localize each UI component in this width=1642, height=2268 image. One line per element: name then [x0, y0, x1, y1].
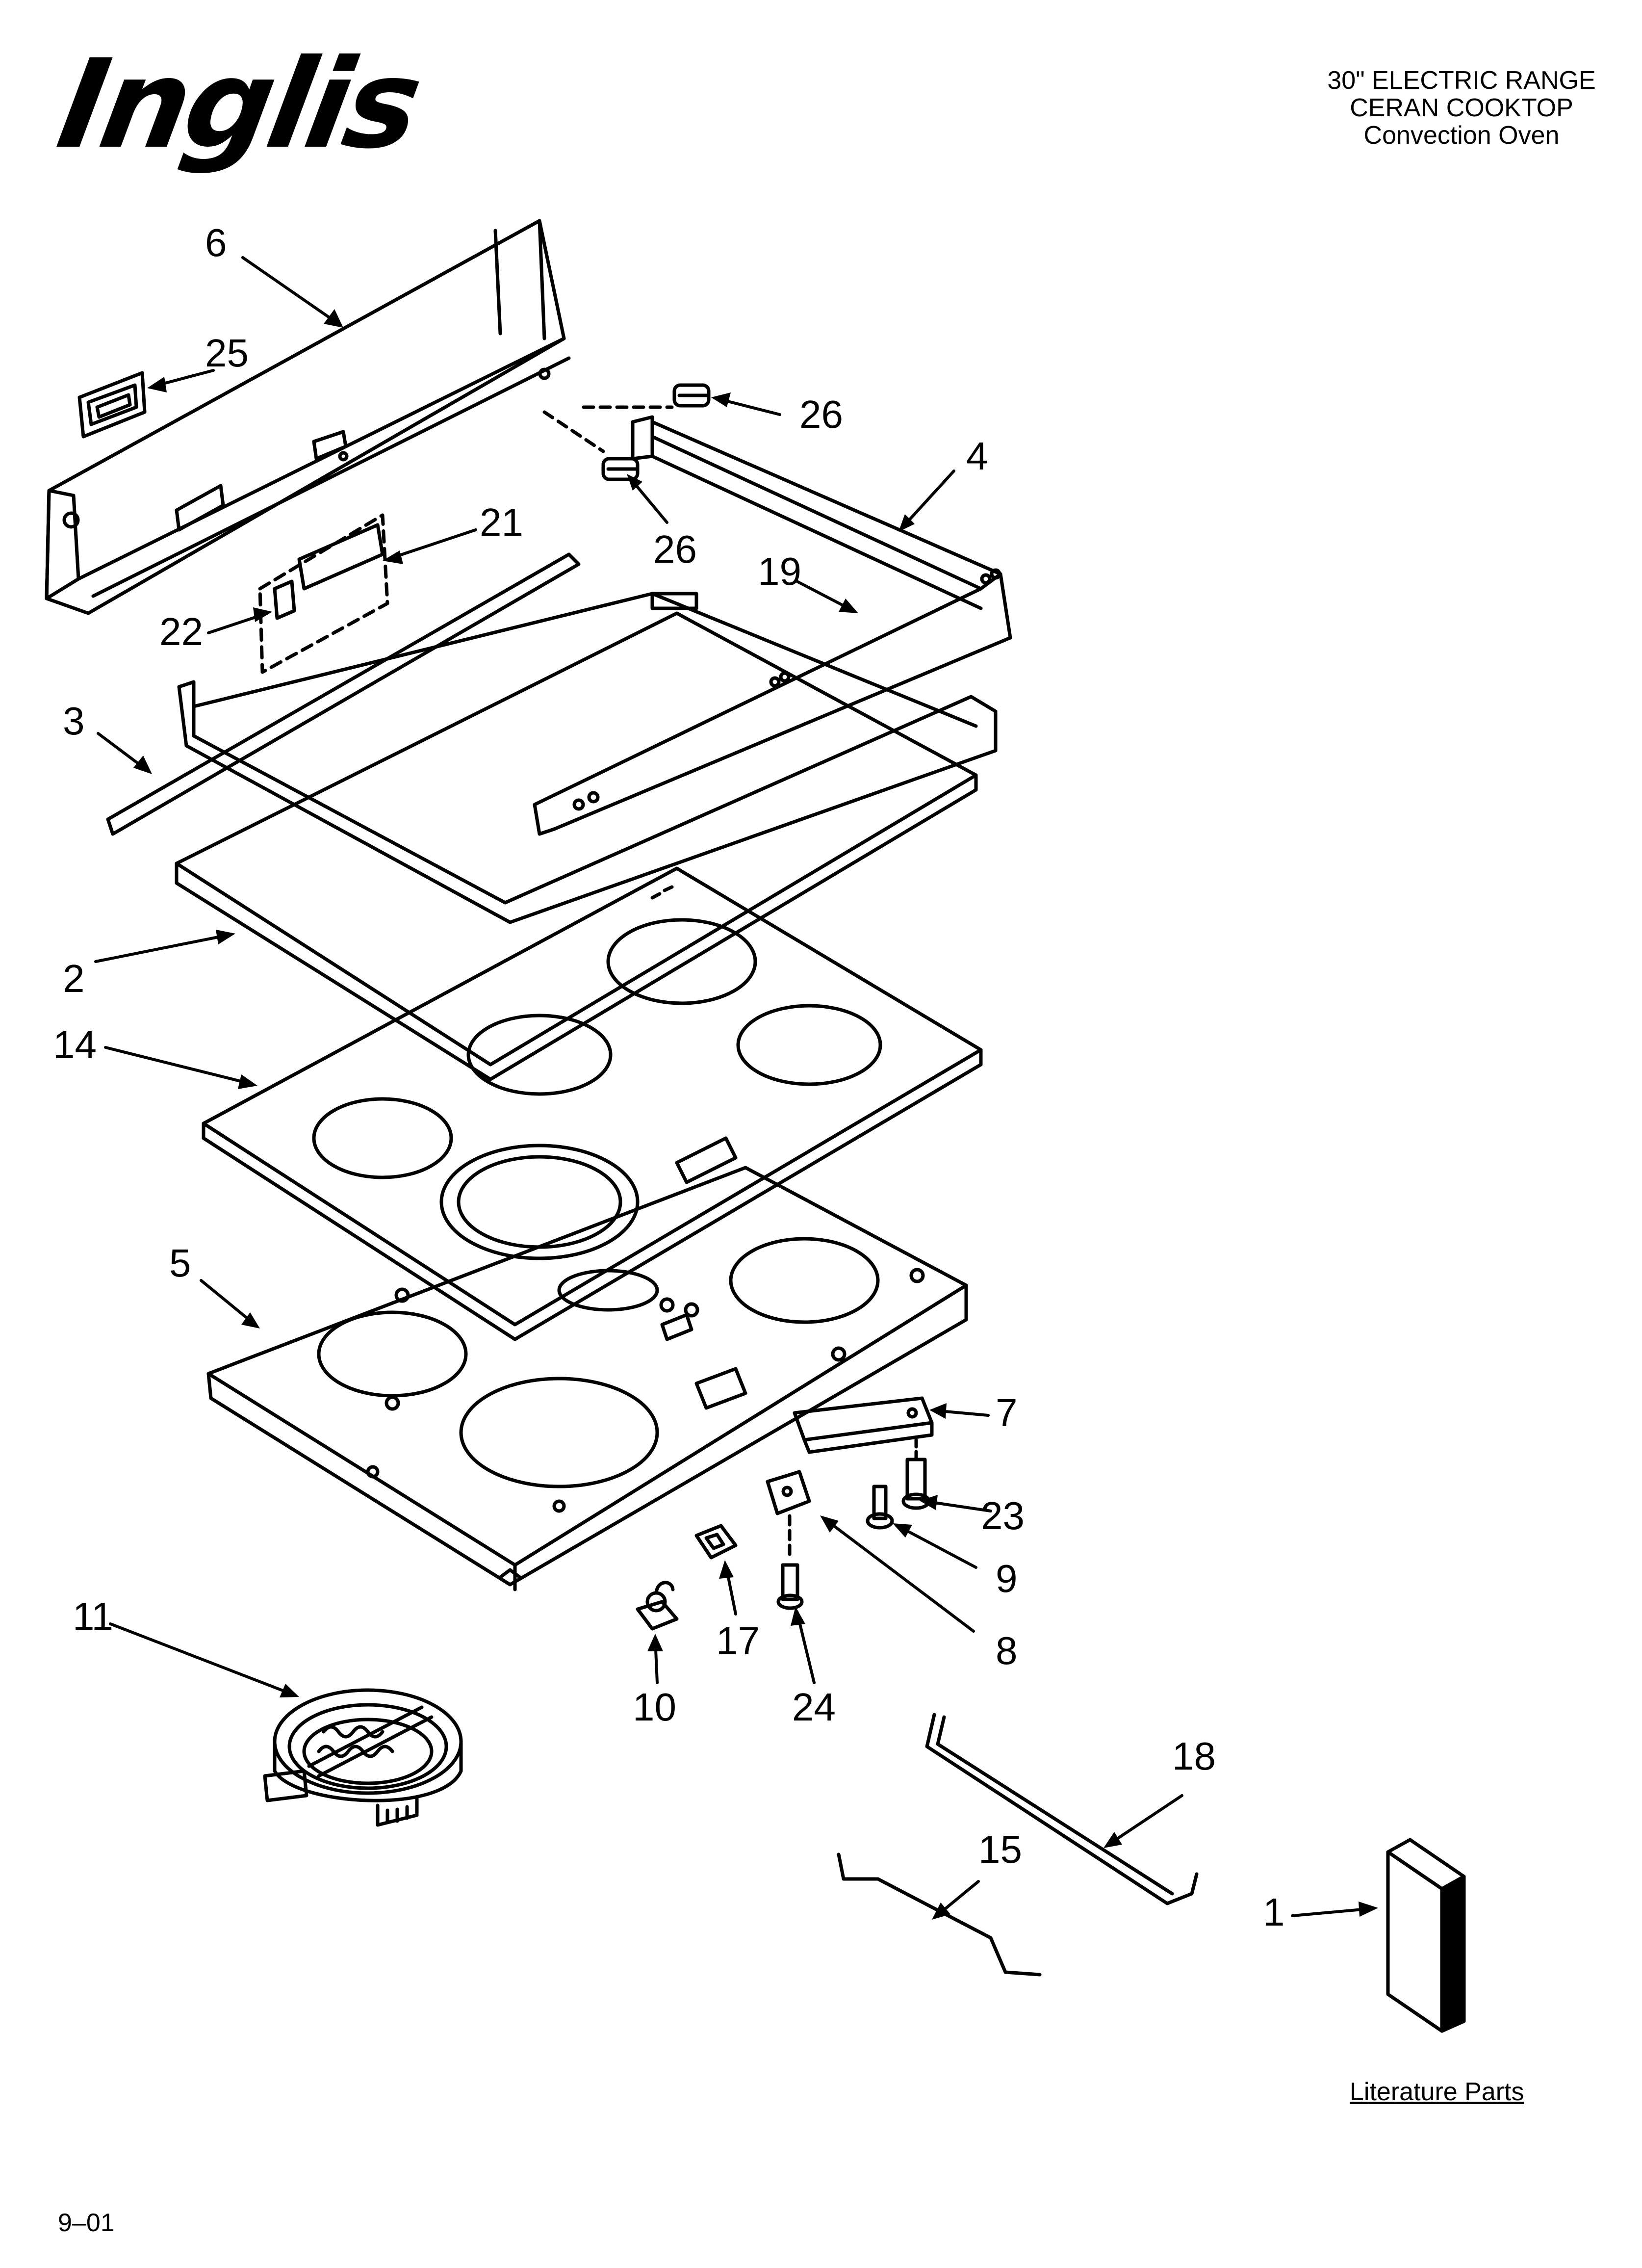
part-5-support-pan — [206, 1166, 968, 1591]
callout-23: 23 — [981, 1494, 1025, 1538]
callout-22: 22 — [159, 610, 203, 653]
leader-arrows — [94, 256, 1375, 1917]
title-line-2: CERAN COOKTOP — [1350, 94, 1573, 122]
callout-26-upper: 26 — [799, 392, 843, 436]
part-4-19-rails — [533, 415, 1012, 836]
part-23-screw — [901, 1438, 931, 1510]
arrow-heads — [133, 309, 1378, 1920]
part-3-trim-strip — [106, 552, 698, 836]
callout-10: 10 — [633, 1685, 676, 1729]
part-15-rod — [837, 1852, 1042, 1977]
callout-11: 11 — [73, 1594, 114, 1638]
title-line-3: Convection Oven — [1363, 121, 1560, 150]
callout-18: 18 — [1172, 1734, 1216, 1778]
part-1-literature — [1386, 1838, 1466, 2033]
part-25-badge — [77, 371, 147, 439]
callout-21: 21 — [480, 500, 523, 544]
part-6-backguard — [45, 219, 571, 615]
part-18-rod — [925, 1713, 1199, 1905]
callout-24: 24 — [792, 1685, 836, 1729]
literature-parts-label: Literature Parts — [1350, 2078, 1524, 2106]
callout-9: 9 — [996, 1557, 1018, 1600]
part-24-screw — [776, 1563, 804, 1610]
diagram-title: 30" ELECTRIC RANGE CERAN COOKTOP Convect… — [1246, 67, 1642, 149]
part-2-frame — [175, 592, 998, 1081]
part-10-sensor — [636, 1581, 679, 1631]
part-21-22-clock-module — [258, 513, 389, 674]
footer-date-code: 9–01 — [58, 2209, 115, 2237]
part-14-glass-cooktop — [202, 866, 983, 1341]
callout-26-lower: 26 — [653, 527, 697, 571]
callout-4: 4 — [966, 434, 988, 478]
part-17-clip — [694, 1524, 738, 1560]
part-11-radiant-element — [263, 1688, 463, 1827]
callout-14: 14 — [53, 1023, 97, 1067]
callout-8: 8 — [996, 1629, 1018, 1672]
callout-5: 5 — [169, 1241, 191, 1285]
callout-6: 6 — [205, 221, 227, 264]
callout-3: 3 — [63, 699, 85, 743]
callout-25: 25 — [205, 331, 249, 375]
callout-17: 17 — [716, 1619, 760, 1663]
title-line-1: 30" ELECTRIC RANGE — [1327, 66, 1596, 95]
part-26-screws — [542, 383, 711, 481]
part-9-spacer — [866, 1485, 894, 1530]
part-8-clip — [766, 1470, 811, 1562]
callout-2: 2 — [63, 957, 85, 1000]
part-7-bracket — [793, 1396, 934, 1454]
callout-1: 1 — [1263, 1890, 1285, 1934]
callout-15: 15 — [978, 1827, 1022, 1871]
callout-7: 7 — [996, 1391, 1018, 1434]
callout-19: 19 — [758, 549, 801, 593]
